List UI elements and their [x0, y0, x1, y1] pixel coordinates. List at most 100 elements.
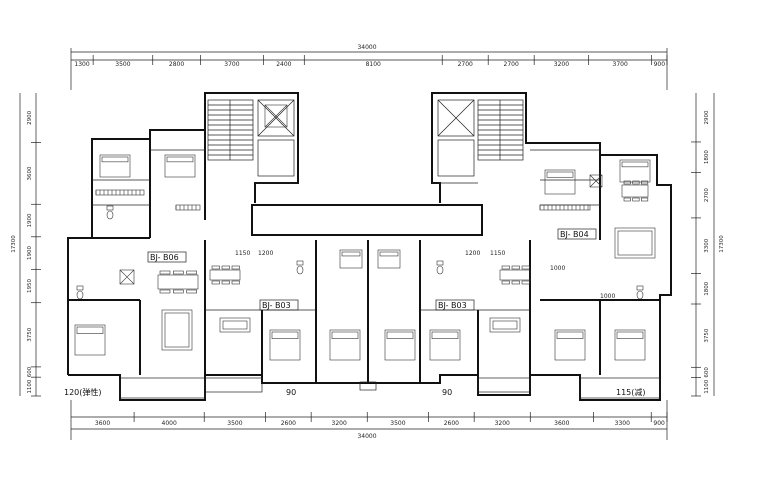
left-segment-label: 600	[27, 366, 33, 377]
toilet-icon	[436, 265, 444, 275]
top-segment-label: 8100	[366, 61, 381, 68]
chair-icon	[511, 280, 520, 285]
sofa-icon	[614, 227, 656, 259]
bed-icon	[329, 329, 361, 361]
left-segment-label: 1100	[27, 379, 33, 393]
room-dimensions: 1150 1200 1200 1150 1000 1000	[235, 250, 615, 300]
shaft-icon	[264, 104, 288, 128]
chair-icon	[231, 280, 240, 285]
sofa-seat-icon	[492, 320, 518, 330]
bed-icon	[554, 329, 586, 361]
note-left-bottom: 120(弹性)	[64, 387, 102, 397]
chair-icon	[186, 270, 197, 275]
chair-icon	[623, 180, 631, 185]
pillow-icon	[379, 251, 399, 257]
chair-icon	[173, 289, 184, 294]
furniture-layer	[74, 104, 656, 361]
bed-icon	[384, 329, 416, 361]
tank-icon	[636, 285, 644, 291]
chair-icon	[623, 197, 631, 202]
chair-icon	[521, 265, 530, 270]
top-segment-label: 3500	[115, 61, 130, 68]
toilet-icon	[106, 210, 114, 220]
chair-icon	[641, 180, 649, 185]
top-segment-label: 2800	[169, 61, 184, 68]
note-mid-left: 90	[286, 388, 296, 397]
right-segment-label: 600	[704, 367, 710, 378]
bottom-segment-label: 2600	[281, 420, 296, 427]
chair-icon	[521, 280, 530, 285]
pillow-icon	[271, 331, 299, 339]
left-total-dimension: 17300	[11, 235, 17, 253]
bottom-segment-label: 900	[653, 420, 665, 427]
stair-core-left	[207, 99, 295, 177]
room-dim: 1200	[465, 250, 480, 257]
tank-icon	[436, 260, 444, 266]
unit-tag-b03-right: BJ- B03	[438, 301, 467, 310]
bottom-segment-label: 3200	[495, 420, 510, 427]
sofa-seat-icon	[617, 230, 653, 256]
chair-icon	[221, 280, 230, 285]
sofa-icon	[161, 309, 193, 351]
bed-icon	[544, 169, 576, 195]
pillow-icon	[621, 161, 649, 168]
dining-table-icon	[621, 184, 649, 198]
dining-table-icon	[499, 269, 531, 281]
room-dim: 1200	[258, 250, 273, 257]
pillow-icon	[386, 331, 414, 339]
room-dim: 1000	[600, 293, 615, 300]
unit-tag-b04: BJ- B04	[560, 230, 589, 239]
bottom-segment-label: 3500	[227, 420, 242, 427]
bottom-segment-label: 3500	[390, 420, 405, 427]
pillow-icon	[166, 156, 194, 163]
left-segment-label: 2900	[27, 110, 33, 124]
toilet-icon	[296, 265, 304, 275]
right-total-dimension: 17300	[719, 235, 725, 253]
shaft-cross	[589, 174, 603, 188]
left-segment-label: 1950	[27, 279, 33, 293]
bottom-segment-label: 2600	[444, 420, 459, 427]
chair-icon	[211, 265, 220, 270]
bottom-segment-label: 3600	[554, 420, 569, 427]
interior-walls	[68, 130, 660, 383]
chair-icon	[511, 265, 520, 270]
bed-icon	[99, 154, 131, 178]
wardrobe-icon	[539, 204, 591, 211]
left-segment-label: 3600	[27, 166, 33, 180]
dining-table-icon	[209, 269, 241, 281]
right-segment-label: 2700	[704, 188, 710, 202]
top-segment-label: 3700	[613, 61, 628, 68]
bottom-segment-label: 3300	[615, 420, 630, 427]
unit-tag-b03-left: BJ- B03	[262, 301, 291, 310]
pillow-icon	[101, 156, 129, 163]
right-segment-label: 2900	[704, 110, 710, 124]
right-segment-label: 1800	[704, 150, 710, 164]
right-segment-label: 1800	[704, 281, 710, 295]
stair-core-right	[437, 99, 524, 177]
building-outline	[67, 92, 672, 401]
chair-icon	[501, 265, 510, 270]
chair-icon	[159, 289, 171, 294]
bottom-total-dimension: 34000	[357, 433, 376, 440]
top-segment-label: 2700	[504, 61, 519, 68]
top-segment-label: 1300	[74, 61, 89, 68]
balconies	[119, 377, 661, 399]
sofa-icon	[219, 317, 251, 333]
room-dim: 1150	[235, 250, 250, 257]
pillow-icon	[331, 331, 359, 339]
note-mid-right: 90	[442, 388, 452, 397]
unit-tag-b06: BJ- B06	[150, 253, 179, 262]
top-segment-label: 900	[654, 61, 666, 68]
dining-table-icon	[157, 274, 199, 290]
sofa-seat-icon	[164, 312, 190, 348]
shaft-cross	[119, 269, 135, 285]
pillow-icon	[546, 171, 574, 178]
top-segment-label: 2400	[276, 61, 291, 68]
left-segment-label: 3750	[27, 327, 33, 341]
bottom-segment-label: 3200	[332, 420, 347, 427]
bed-icon	[74, 324, 106, 356]
shaft-icon	[589, 174, 603, 188]
top-segment-label: 2700	[458, 61, 473, 68]
pillow-icon	[431, 331, 459, 339]
